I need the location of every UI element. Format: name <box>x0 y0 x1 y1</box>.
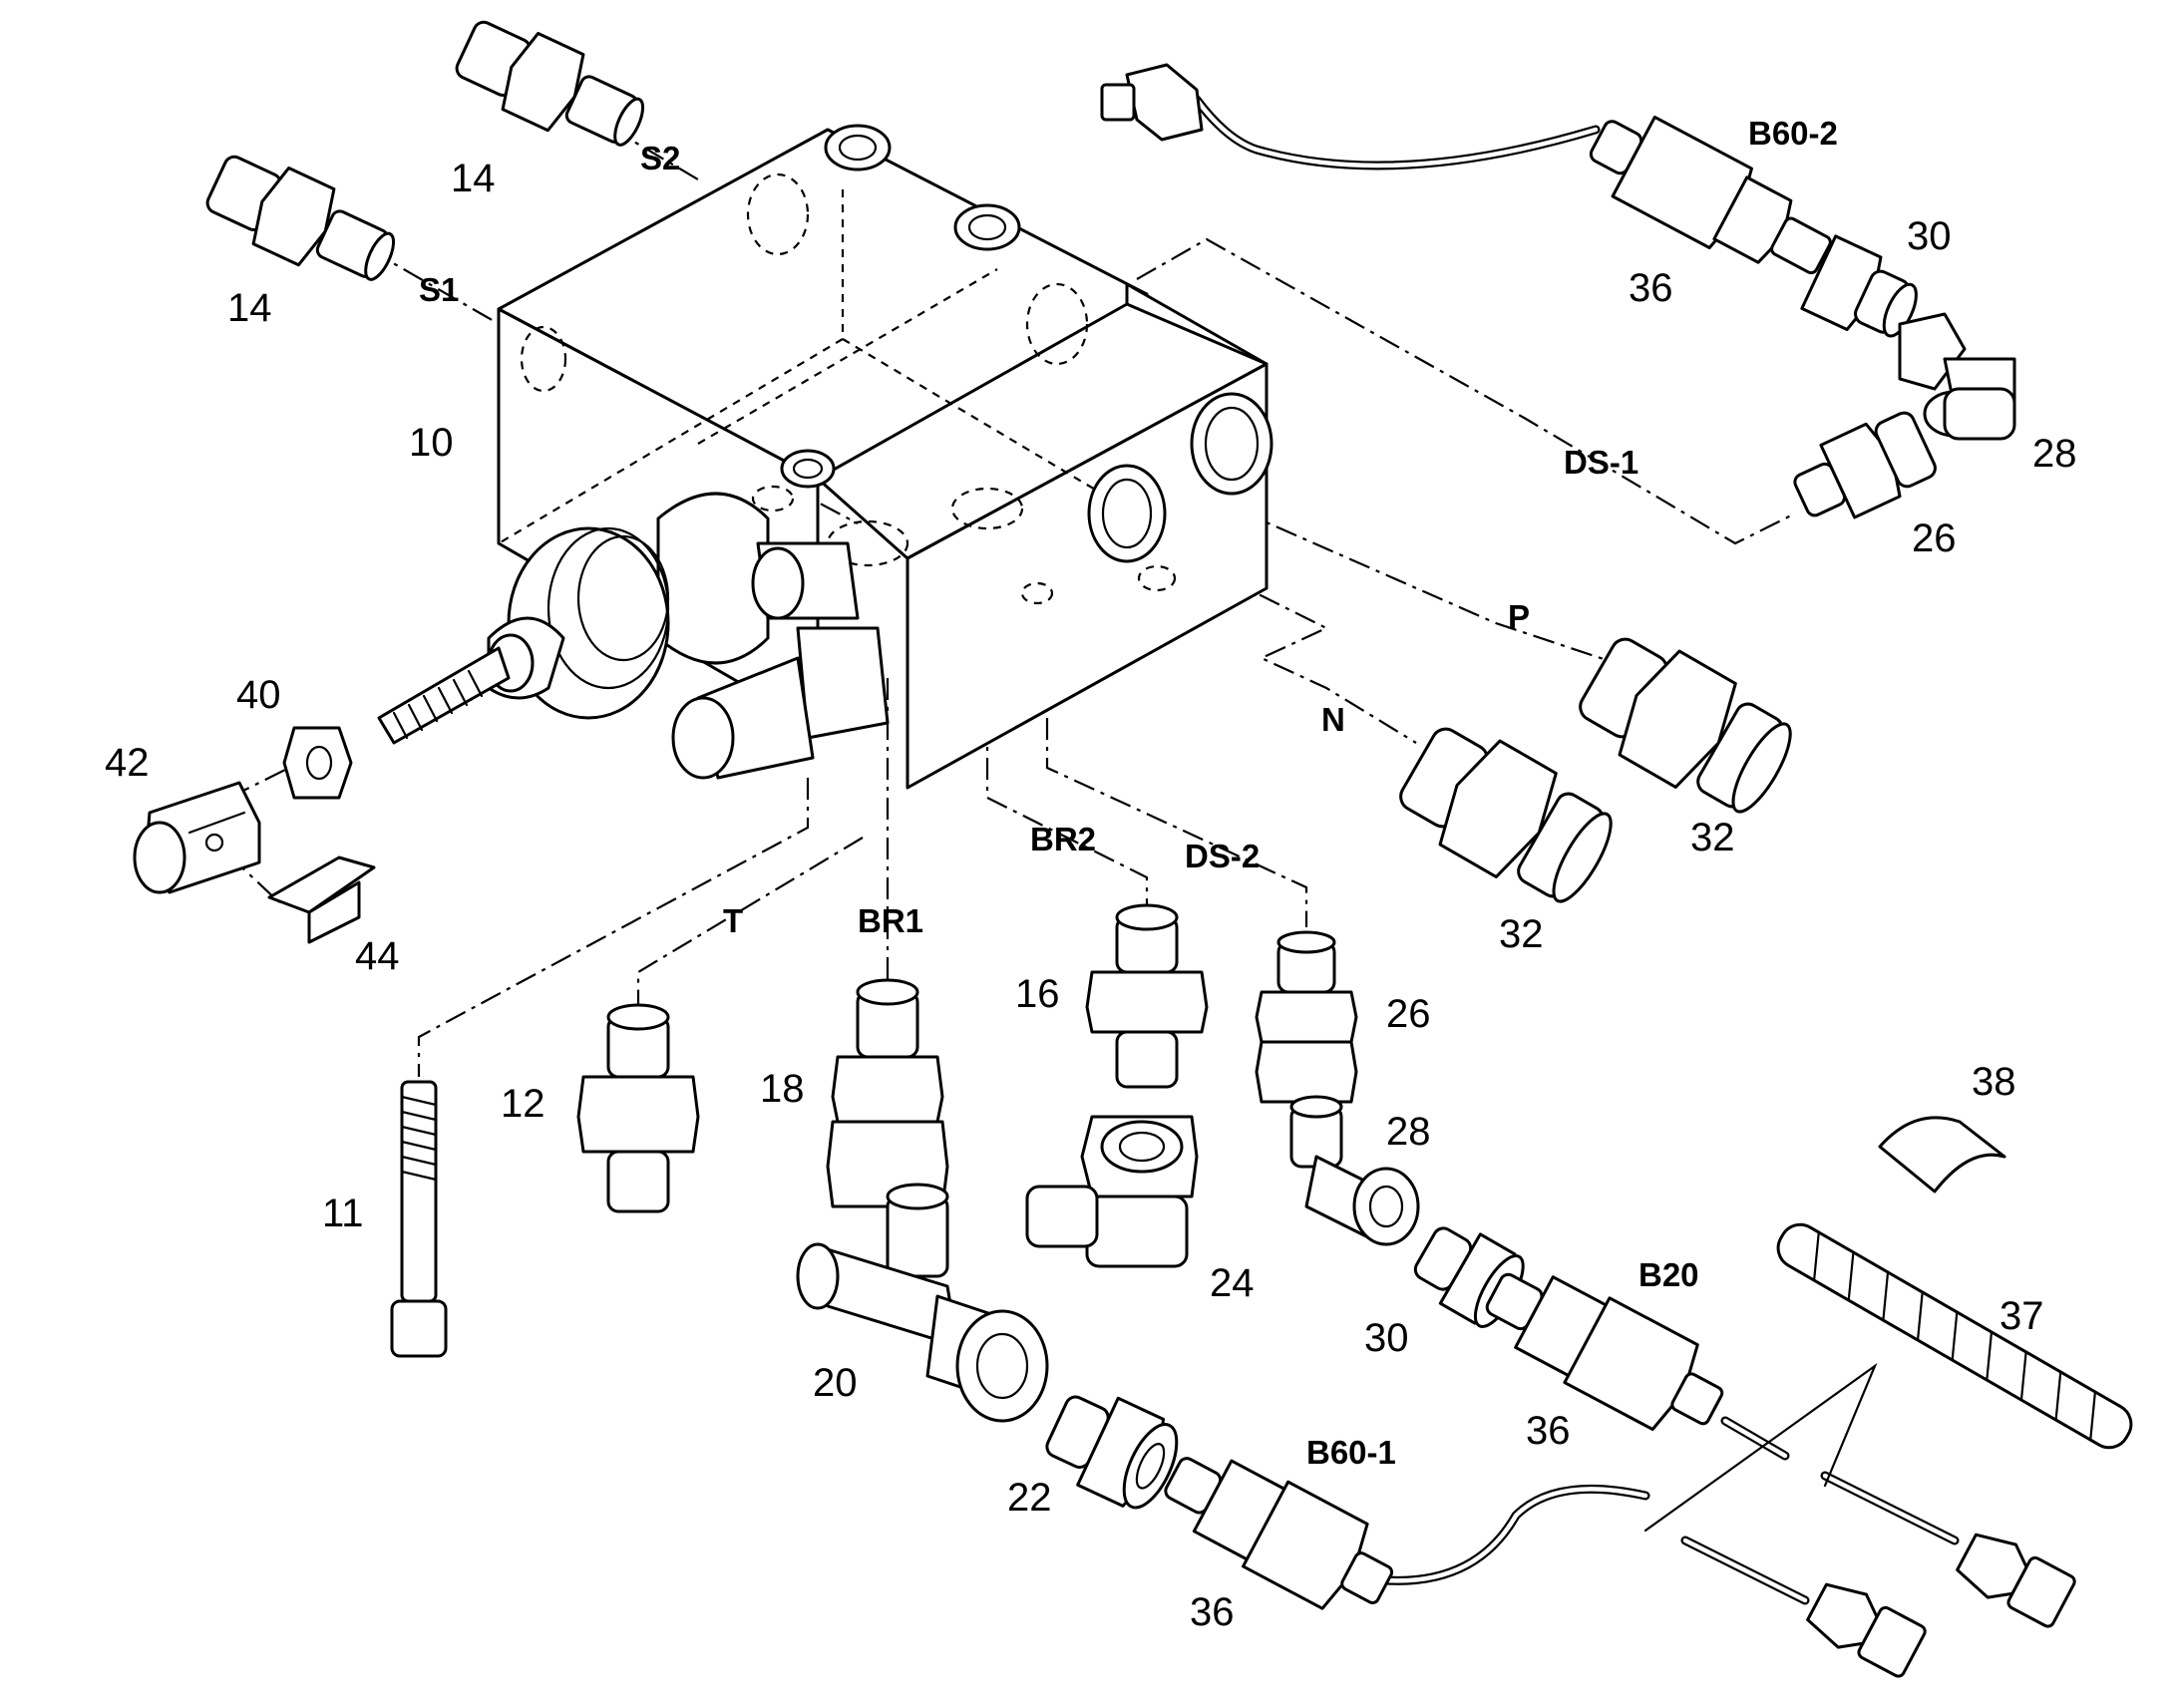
label-36-b20: 36 <box>1526 1409 1571 1453</box>
label-42: 42 <box>105 741 150 785</box>
label-36-b60-1: 36 <box>1190 1590 1235 1634</box>
port-s1: S1 <box>419 271 459 308</box>
label-30-upper: 30 <box>1907 214 1952 258</box>
clevis-42 <box>133 781 261 894</box>
label-32-p: 32 <box>1690 816 1735 859</box>
label-16: 16 <box>1015 972 1060 1016</box>
fitting-24 <box>1025 1115 1199 1268</box>
bolt-11 <box>390 1080 448 1358</box>
port-ds1: DS-1 <box>1564 444 1638 481</box>
fitting-16 <box>1085 903 1209 1089</box>
port-ds2: DS-2 <box>1185 838 1260 874</box>
fitting-26-upper <box>1793 411 1937 519</box>
fitting-30-upper <box>1800 234 1918 338</box>
spiral-wrap-37 <box>1776 1222 2133 1450</box>
label-26-ds2: 26 <box>1386 992 1431 1036</box>
label-40: 40 <box>236 673 281 717</box>
port-p: P <box>1508 598 1530 635</box>
label-28-upper: 28 <box>2032 432 2077 476</box>
port-br1: BR1 <box>858 902 923 939</box>
part-number-labels: 14 14 10 40 42 44 11 12 18 16 26 28 24 3… <box>105 157 2077 1634</box>
leader-t <box>636 837 864 1007</box>
fitting-22 <box>1045 1395 1179 1510</box>
leader-bolt-11 <box>417 778 810 1077</box>
label-30-lower: 30 <box>1364 1316 1409 1360</box>
fitting-18 <box>826 978 949 1208</box>
fitting-28-upper <box>1898 312 2016 441</box>
label-22: 22 <box>1007 1476 1052 1520</box>
label-14-left: 14 <box>227 286 272 330</box>
fitting-12 <box>576 1003 700 1213</box>
leader-ds1 <box>1136 237 1796 545</box>
port-br2: BR2 <box>1030 821 1096 857</box>
fitting-14-left <box>205 155 396 281</box>
fitting-26-ds2 <box>1255 930 1358 1104</box>
label-18: 18 <box>760 1067 805 1111</box>
label-14-top: 14 <box>451 157 496 200</box>
port-n: N <box>1321 701 1345 738</box>
label-12: 12 <box>501 1082 545 1126</box>
port-labels: S2 S1 B60-2 DS-1 P N DS-2 BR2 BR1 T B20 … <box>419 115 1838 1471</box>
clip-44 <box>267 855 376 944</box>
port-b20: B20 <box>1638 1256 1699 1293</box>
label-37: 37 <box>1999 1294 2044 1338</box>
label-36-b60-2: 36 <box>1629 266 1673 310</box>
fitting-14-top <box>455 20 645 147</box>
valve-block <box>377 124 1273 790</box>
label-38: 38 <box>1972 1060 2016 1104</box>
label-11: 11 <box>322 1192 364 1235</box>
label-20: 20 <box>813 1361 858 1405</box>
sensor-b20 <box>1485 1272 2076 1628</box>
label-32-n: 32 <box>1499 912 1544 956</box>
fitting-32-p <box>1579 637 1792 814</box>
sleeve-38 <box>1878 1116 2006 1194</box>
label-24: 24 <box>1210 1261 1255 1305</box>
port-b60-2: B60-2 <box>1748 115 1838 152</box>
sensor-b60-1 <box>1164 1457 1927 1678</box>
fitting-32-n <box>1399 727 1613 903</box>
port-s2: S2 <box>640 140 680 176</box>
fitting-28-lower <box>1289 1095 1420 1246</box>
sensor-b60-2 <box>1100 63 1832 275</box>
fitting-20 <box>796 1183 1049 1423</box>
label-28-lower: 28 <box>1386 1110 1431 1154</box>
label-10: 10 <box>409 421 454 465</box>
leader-p <box>1166 477 1617 665</box>
label-26-upper: 26 <box>1912 516 1957 560</box>
port-b60-1: B60-1 <box>1306 1434 1396 1471</box>
nut-40 <box>282 726 353 800</box>
leader-n <box>1116 522 1417 744</box>
port-t: T <box>723 902 743 939</box>
label-44: 44 <box>355 934 400 978</box>
